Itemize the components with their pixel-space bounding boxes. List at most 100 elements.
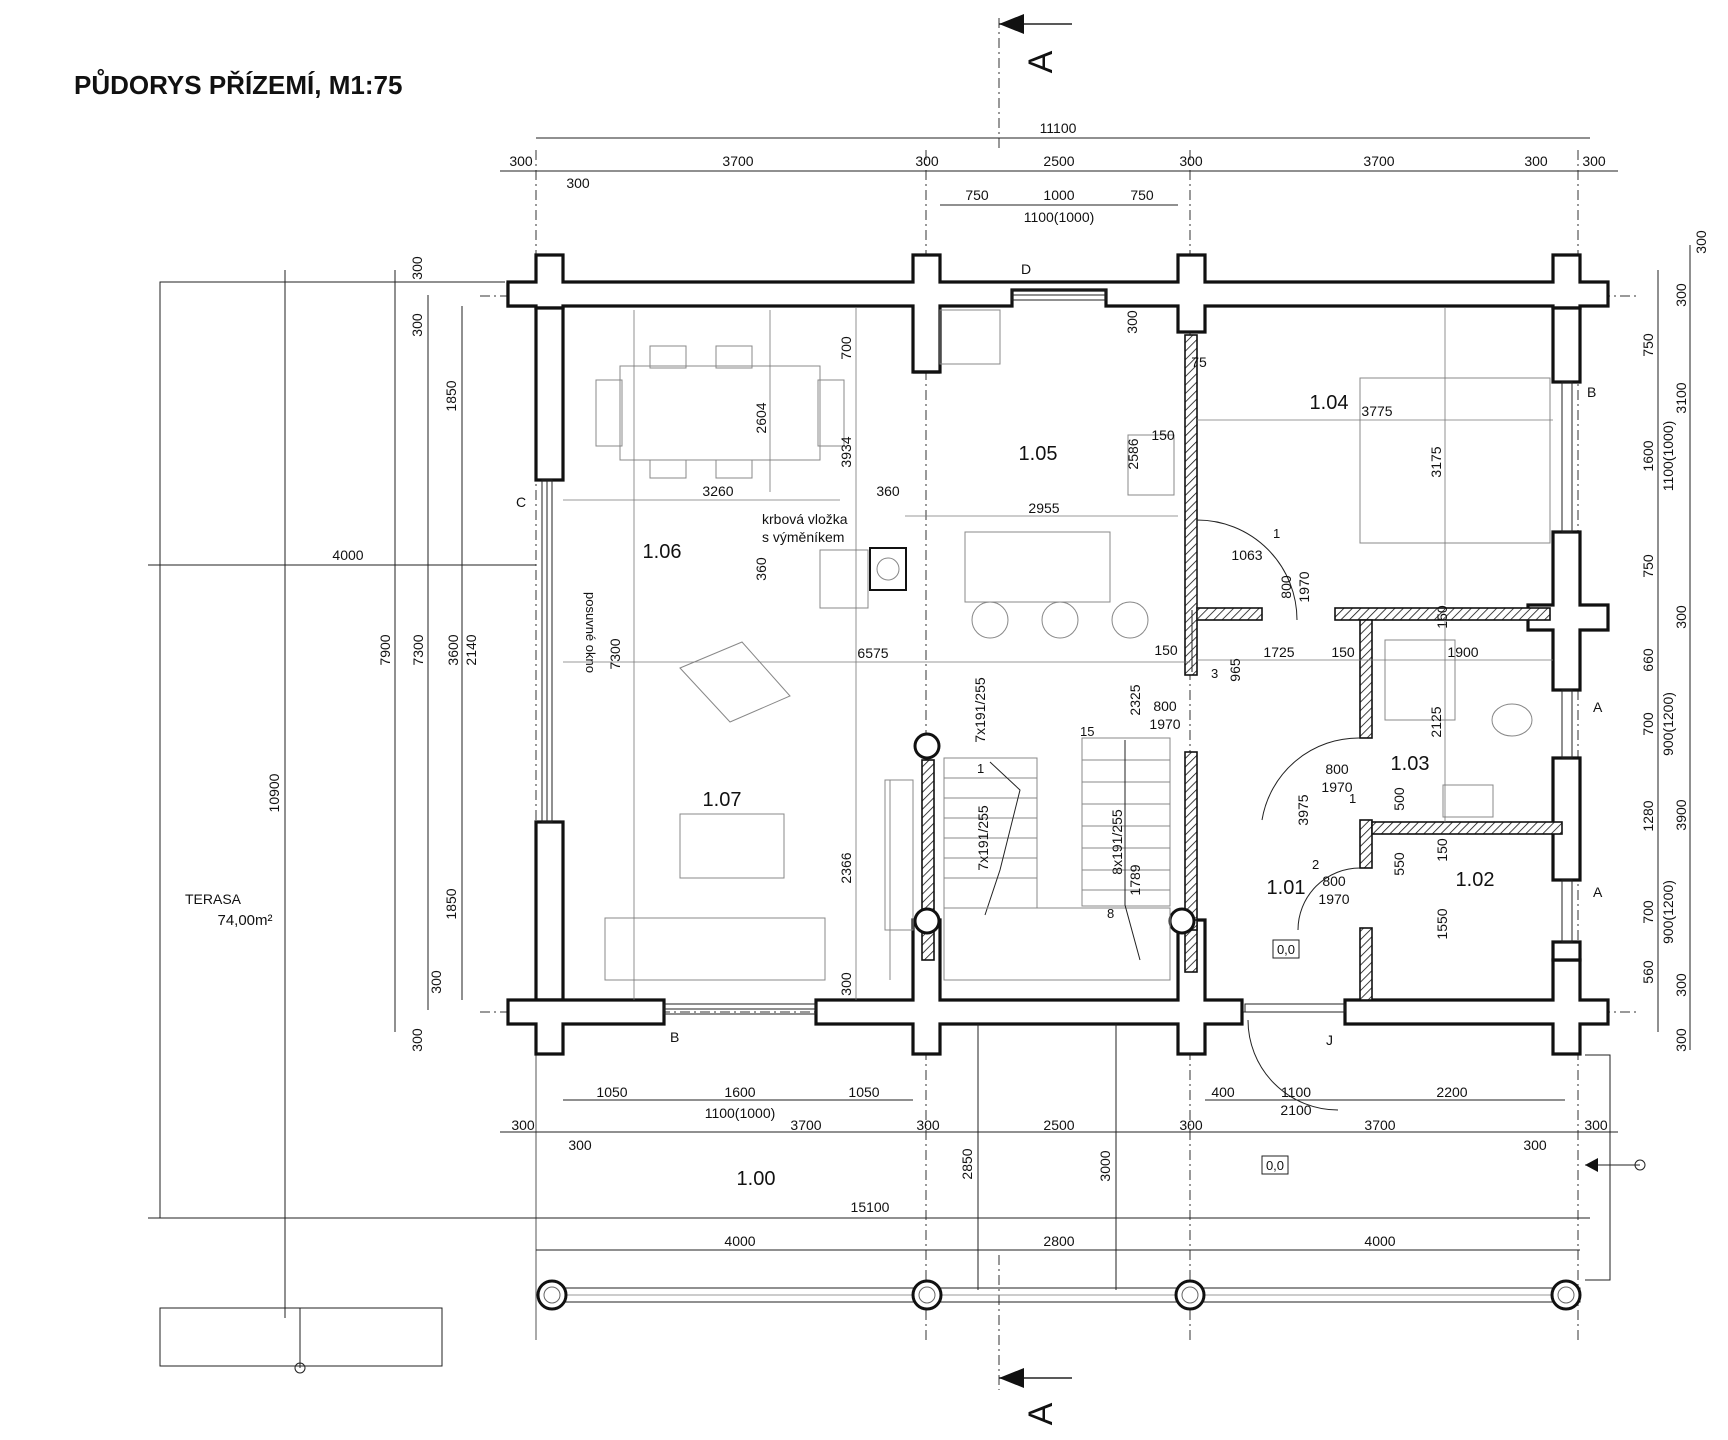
opening-marks: A A B B C D J 1 1 2 3 — [516, 261, 1603, 1048]
section-marker-bottom: A — [998, 1255, 1072, 1425]
svg-text:1050: 1050 — [596, 1084, 627, 1100]
svg-text:300: 300 — [915, 153, 939, 169]
svg-text:2125: 2125 — [1428, 706, 1444, 737]
svg-text:300: 300 — [1673, 1028, 1689, 1052]
svg-text:0,0: 0,0 — [1277, 942, 1295, 957]
svg-text:1100: 1100 — [1281, 1084, 1311, 1100]
svg-text:8: 8 — [1107, 906, 1114, 921]
svg-text:B: B — [1587, 384, 1596, 400]
svg-text:1: 1 — [1349, 791, 1356, 806]
room-1.05: 1.05 — [1019, 443, 1058, 465]
svg-text:965: 965 — [1227, 658, 1243, 682]
dim-top-total: 11100 — [536, 120, 1590, 139]
svg-text:150: 150 — [1331, 644, 1355, 660]
staircase — [889, 737, 1171, 981]
svg-text:2: 2 — [1312, 857, 1319, 872]
svg-text:150: 150 — [1154, 642, 1178, 658]
svg-text:300: 300 — [509, 153, 533, 169]
svg-text:1100(1000): 1100(1000) — [705, 1105, 776, 1121]
svg-text:300: 300 — [1673, 973, 1689, 997]
svg-text:360: 360 — [876, 483, 900, 499]
svg-text:s výměníkem: s výměníkem — [762, 529, 844, 545]
svg-text:C: C — [516, 494, 526, 510]
svg-text:700: 700 — [1640, 712, 1656, 736]
svg-text:3600: 3600 — [445, 634, 461, 665]
terrace-area: 74,00m² — [217, 912, 272, 929]
svg-text:500: 500 — [1391, 787, 1407, 811]
svg-text:1600: 1600 — [724, 1084, 755, 1100]
svg-text:1100(1000): 1100(1000) — [1024, 209, 1095, 225]
svg-text:300: 300 — [1179, 1117, 1203, 1133]
svg-text:krbová vložka: krbová vložka — [762, 511, 848, 527]
dim-bottom-opening: 1050 1600 1050 1100(1000) 400 1100 2200 … — [563, 1084, 1565, 1121]
svg-text:2850: 2850 — [959, 1148, 975, 1179]
svg-text:300: 300 — [566, 175, 590, 191]
terrace: TERASA 74,00m² — [159, 281, 505, 1374]
svg-text:3700: 3700 — [1363, 153, 1394, 169]
svg-text:700: 700 — [1640, 900, 1656, 924]
svg-text:3100: 3100 — [1673, 382, 1689, 413]
svg-text:3934: 3934 — [838, 436, 854, 467]
svg-text:2200: 2200 — [1436, 1084, 1467, 1100]
svg-text:300: 300 — [511, 1117, 535, 1133]
svg-text:3260: 3260 — [702, 483, 733, 499]
dim-bottom-row: 300 3700 300 2500 300 3700 300 300 300 — [500, 1117, 1618, 1153]
svg-text:A: A — [1593, 699, 1603, 715]
svg-text:300: 300 — [409, 256, 425, 280]
svg-text:3: 3 — [1211, 666, 1218, 681]
svg-text:1550: 1550 — [1434, 908, 1450, 939]
svg-text:1: 1 — [977, 761, 984, 776]
svg-text:B: B — [670, 1029, 679, 1045]
svg-text:300: 300 — [1673, 283, 1689, 307]
svg-text:1789: 1789 — [1127, 864, 1143, 895]
svg-text:3700: 3700 — [790, 1117, 821, 1133]
svg-text:A: A — [1593, 884, 1603, 900]
svg-text:posuvné okno: posuvné okno — [583, 592, 598, 673]
svg-text:300: 300 — [1693, 230, 1709, 254]
svg-text:150: 150 — [1434, 838, 1450, 862]
svg-text:1850: 1850 — [443, 380, 459, 411]
svg-text:3000: 3000 — [1097, 1150, 1113, 1181]
svg-text:300: 300 — [916, 1117, 940, 1133]
furniture — [595, 309, 1551, 981]
room-1.02: 1.02 — [1456, 869, 1495, 891]
svg-text:750: 750 — [1640, 554, 1656, 578]
svg-text:900(1200): 900(1200) — [1660, 692, 1676, 756]
svg-text:150: 150 — [1434, 605, 1450, 629]
svg-text:2100: 2100 — [1280, 1102, 1311, 1118]
dim-top-opening: 750 1000 750 1100(1000) — [940, 187, 1178, 225]
terrace-label: TERASA — [185, 891, 242, 907]
svg-text:300: 300 — [568, 1137, 592, 1153]
svg-text:800: 800 — [1325, 761, 1349, 777]
svg-text:1280: 1280 — [1640, 800, 1656, 831]
svg-text:2366: 2366 — [838, 852, 854, 883]
svg-text:2604: 2604 — [753, 402, 769, 433]
plan-title: PŮDORYS PŘÍZEMÍ, M1:75 — [74, 68, 402, 100]
svg-text:300: 300 — [1179, 153, 1203, 169]
svg-text:300: 300 — [1124, 310, 1140, 334]
svg-text:1900: 1900 — [1447, 644, 1478, 660]
svg-text:2800: 2800 — [1043, 1233, 1074, 1249]
svg-text:300: 300 — [1584, 1117, 1608, 1133]
dim-left: 7900 7300 3600 2140 300 300 1850 1850 30… — [377, 256, 479, 1052]
svg-text:3175: 3175 — [1428, 446, 1444, 477]
room-labels: 1.00 1.01 1.02 1.03 1.04 1.05 1.06 1.07 — [643, 392, 1495, 1190]
svg-text:750: 750 — [1130, 187, 1154, 203]
svg-text:3700: 3700 — [1364, 1117, 1395, 1133]
svg-text:300: 300 — [1524, 153, 1548, 169]
room-1.03: 1.03 — [1391, 753, 1430, 775]
svg-text:6575: 6575 — [857, 645, 888, 661]
svg-text:2140: 2140 — [463, 634, 479, 665]
stair-posts — [913, 732, 1196, 935]
svg-text:800: 800 — [1322, 873, 1346, 889]
svg-text:1: 1 — [1273, 526, 1280, 541]
svg-text:0,0: 0,0 — [1266, 1158, 1284, 1173]
svg-text:15100: 15100 — [851, 1199, 890, 1215]
room-1.00: 1.00 — [737, 1168, 776, 1190]
svg-text:550: 550 — [1391, 852, 1407, 876]
svg-text:75: 75 — [1191, 354, 1207, 370]
svg-text:660: 660 — [1640, 648, 1656, 672]
svg-text:560: 560 — [1640, 960, 1656, 984]
svg-text:1970: 1970 — [1149, 716, 1180, 732]
